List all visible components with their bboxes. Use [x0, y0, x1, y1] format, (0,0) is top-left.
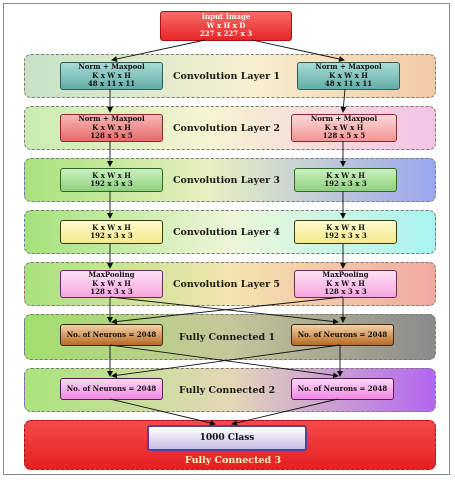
input-title: Input Image [201, 12, 251, 22]
output-class-node: 1000 Class [147, 425, 307, 451]
fc2-right-line1: No. of Neurons = 2048 [297, 383, 388, 393]
conv3-left-line2: 192 x 3 x 3 [90, 179, 133, 188]
conv2-left-line3: 128 x 5 x 5 [90, 131, 133, 141]
conv4-left-node: K x W x H 192 x 3 x 3 [60, 220, 163, 244]
fc1-right-line1: No. of Neurons = 2048 [297, 329, 388, 339]
conv1-right-line1: Norm + Maxpool [315, 62, 382, 72]
conv1-right-line3: 48 x 11 x 11 [324, 79, 373, 89]
conv2-left-node: Norm + Maxpool K x W x H 128 x 5 x 5 [60, 114, 163, 142]
conv5-left-node: MaxPooling K x W x H 128 x 3 x 3 [60, 270, 163, 298]
conv2-left-line1: Norm + Maxpool [78, 114, 145, 124]
input-dims-value: 227 x 227 x 3 [199, 29, 253, 39]
conv5-left-line3: 128 x 3 x 3 [90, 287, 133, 297]
conv2-right-line3: 128 x 5 x 5 [322, 131, 366, 141]
conv4-right-node: K x W x H 192 x 3 x 3 [294, 220, 397, 244]
conv4-right-line2: 192 x 3 x 3 [324, 231, 367, 240]
conv3-right-node: K x W x H 192 x 3 x 3 [294, 168, 397, 192]
conv4-left-line1: K x W x H [92, 222, 131, 232]
diagram-frame: Input Image W x H x D 227 x 227 x 3 Conv… [3, 3, 450, 475]
conv1-left-line1: Norm + Maxpool [78, 62, 145, 72]
fc1-left-line1: No. of Neurons = 2048 [66, 329, 157, 339]
conv1-left-node: Norm + Maxpool K x W x H 48 x 11 x 11 [60, 62, 163, 90]
fc2-right-node: No. of Neurons = 2048 [291, 378, 394, 400]
conv1-left-line3: 48 x 11 x 11 [87, 79, 136, 89]
fc1-right-node: No. of Neurons = 2048 [291, 324, 394, 346]
conv4-left-line2: 192 x 3 x 3 [90, 231, 133, 240]
conv2-left-line2: K x W x H [92, 122, 131, 132]
conv3-right-line1: K x W x H [326, 170, 365, 180]
input-dims-label: W x H x D [206, 20, 246, 30]
conv3-left-node: K x W x H 192 x 3 x 3 [60, 168, 163, 192]
fc1-left-node: No. of Neurons = 2048 [60, 324, 163, 346]
layer-label-conv5: Convolution Layer 5 [173, 279, 281, 290]
layer-label-conv3: Convolution Layer 3 [173, 175, 281, 186]
layer-label-conv1: Convolution Layer 1 [173, 71, 281, 82]
fc2-left-node: No. of Neurons = 2048 [60, 378, 163, 400]
conv1-right-node: Norm + Maxpool K x W x H 48 x 11 x 11 [297, 62, 400, 90]
layer-label-fc2: Fully Connected 2 [179, 385, 276, 396]
conv1-left-line2: K x W x H [92, 70, 131, 80]
conv5-left-line2: K x W x H [92, 278, 131, 288]
conv5-right-node: MaxPooling K x W x H 128 x 3 x 3 [294, 270, 397, 298]
conv3-right-line2: 192 x 3 x 3 [324, 179, 367, 188]
conv5-right-line2: K x W x H [326, 278, 365, 288]
input-image-node: Input Image W x H x D 227 x 227 x 3 [160, 11, 292, 41]
layer-label-fc3: Fully Connected 3 [185, 455, 282, 466]
layer-label-conv2: Convolution Layer 2 [173, 123, 281, 134]
conv2-right-node: Norm + Maxpool K x W x H 128 x 5 x 5 [291, 114, 397, 142]
conv5-left-line1: MaxPooling [88, 270, 135, 280]
conv3-left-line1: K x W x H [92, 170, 131, 180]
layer-label-fc1: Fully Connected 1 [179, 332, 276, 343]
conv1-right-line2: K x W x H [329, 70, 368, 80]
conv5-right-line1: MaxPooling [322, 270, 369, 280]
conv4-right-line1: K x W x H [326, 222, 365, 232]
conv2-right-line1: Norm + Maxpool [310, 114, 378, 124]
fc2-left-line1: No. of Neurons = 2048 [66, 383, 157, 393]
conv5-right-line3: 128 x 3 x 3 [324, 287, 367, 297]
conv2-right-line2: K x W x H [324, 122, 364, 132]
layer-label-conv4: Convolution Layer 4 [173, 227, 281, 238]
output-class-label: 1000 Class [199, 432, 255, 443]
